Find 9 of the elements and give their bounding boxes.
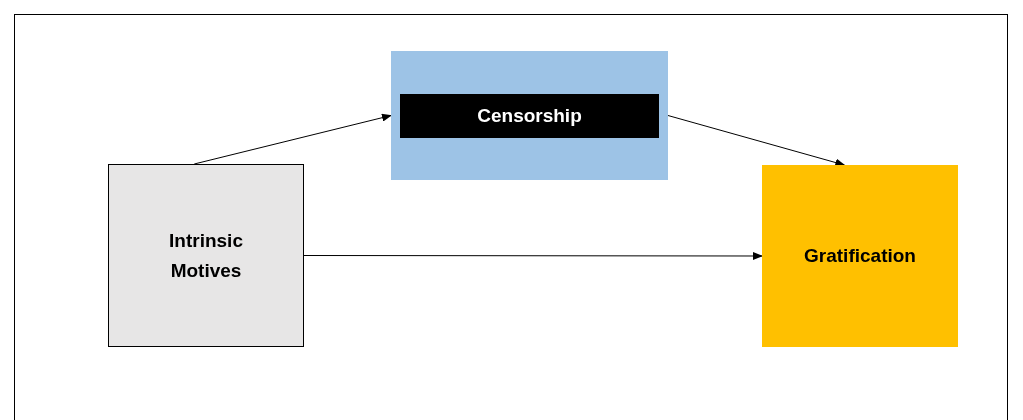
node-label: Intrinsic Motives bbox=[168, 228, 244, 283]
arrow bbox=[303, 252, 763, 260]
process-box bbox=[108, 164, 304, 347]
process-box bbox=[391, 51, 668, 180]
process-box bbox=[762, 165, 958, 347]
node-label: Gratification bbox=[804, 244, 916, 268]
arrow bbox=[193, 113, 392, 165]
arrow bbox=[667, 115, 846, 167]
node-label: Censorship bbox=[477, 103, 582, 128]
